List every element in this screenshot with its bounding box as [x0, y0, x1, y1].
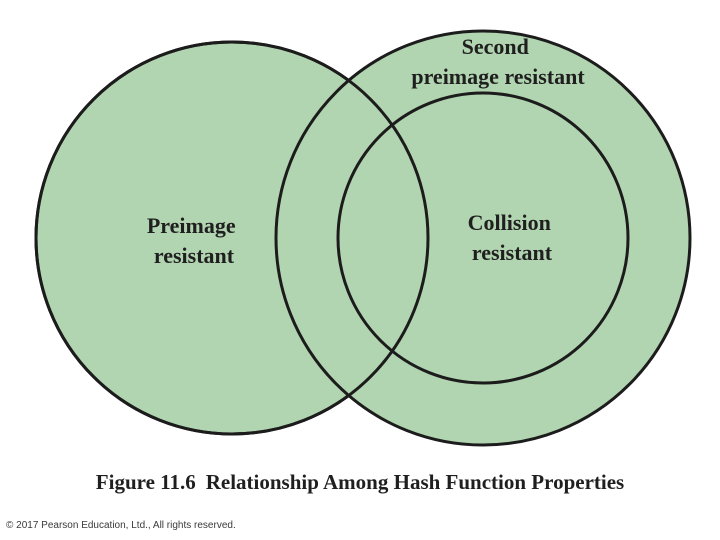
copyright-notice: © 2017 Pearson Education, Ltd., All righ… — [6, 520, 236, 531]
preimage-resistant-label: Preimage resistant — [147, 213, 241, 268]
collision-label-line1: Collision — [468, 210, 551, 235]
collision-resistant-circle — [336, 91, 630, 385]
second-preimage-label-line2: preimage resistant — [411, 64, 585, 89]
figure-title: Relationship Among Hash Function Propert… — [205, 470, 625, 494]
preimage-resistant-outline — [34, 40, 430, 436]
figure-number: Figure 11.6 — [95, 470, 196, 494]
figure-caption: Figure 11.6 Relationship Among Hash Funct… — [0, 470, 720, 495]
second-preimage-label-line1: Second — [462, 34, 529, 59]
collision-resistant-label: Collision resistant — [468, 210, 557, 265]
preimage-label-line1: Preimage — [147, 213, 236, 238]
collision-label-line2: resistant — [472, 240, 553, 265]
second-preimage-resistant-label: Second preimage resistant — [411, 34, 585, 89]
preimage-label-line2: resistant — [154, 243, 235, 268]
